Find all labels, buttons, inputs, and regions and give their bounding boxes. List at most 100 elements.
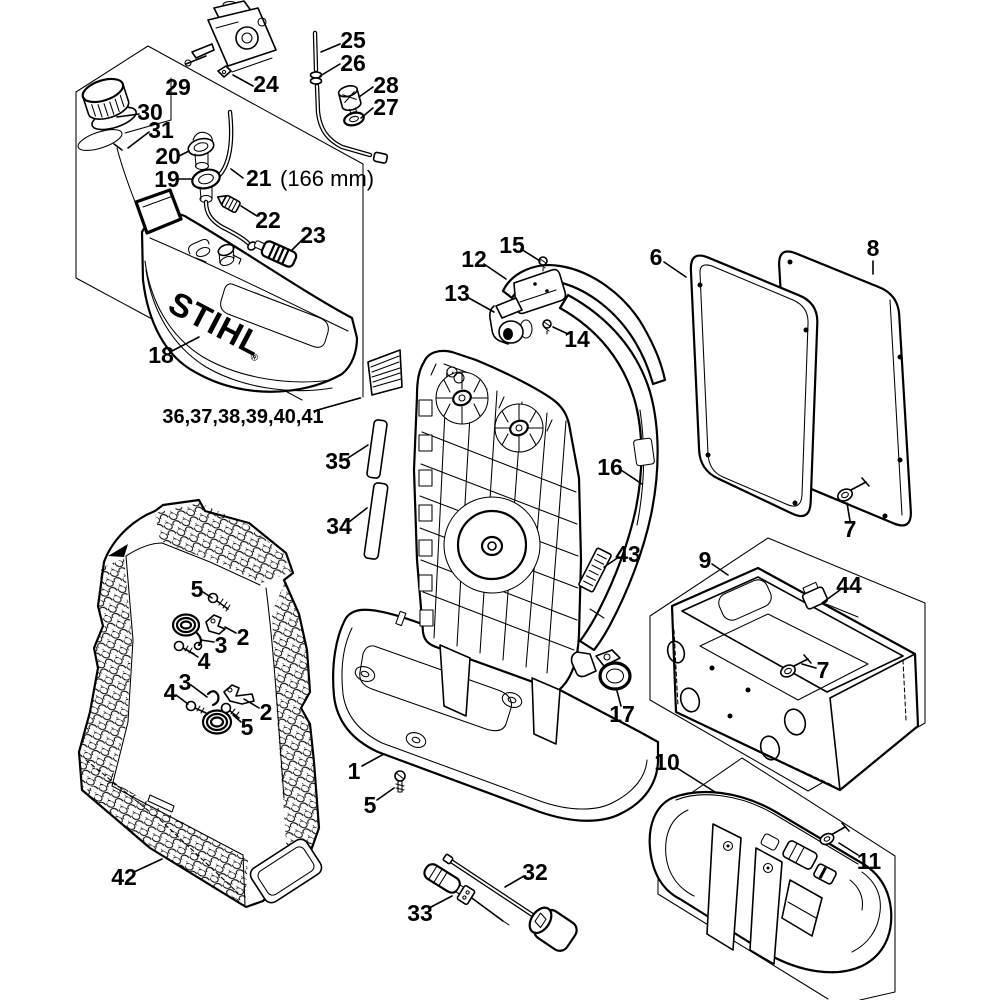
- callout-25: 25: [340, 27, 366, 53]
- grommet-19: [191, 168, 221, 204]
- t-wrench-32: [442, 853, 578, 952]
- pouch-latch: [760, 833, 837, 937]
- pin-11: [819, 822, 850, 846]
- backplate-feet: [439, 644, 561, 745]
- callout-17: 17: [609, 701, 635, 727]
- frame-box-9: [666, 566, 920, 792]
- callout-35: 35: [325, 448, 351, 474]
- callout-43: 43: [615, 541, 641, 567]
- mount-star-right: [494, 403, 544, 453]
- callout-26: 26: [340, 50, 366, 76]
- info-label-36-41: [367, 349, 403, 396]
- callout-15: 15: [499, 232, 525, 258]
- swivel-bracket-13: [489, 297, 533, 345]
- callout-13: 13: [444, 280, 470, 306]
- callout-27: 27: [373, 94, 399, 120]
- fuel-tank: STIHL ®: [134, 188, 359, 393]
- clip-2-upper: [205, 614, 226, 635]
- label-strip-34: [363, 482, 389, 560]
- shoulder-strap-16: [558, 293, 659, 652]
- callout-2b: 2: [260, 699, 273, 725]
- callout-10: 10: [654, 749, 680, 775]
- callout-12: 12: [461, 246, 487, 272]
- tank-top-boss: [217, 243, 242, 266]
- callout-20: 20: [155, 143, 181, 169]
- tank-vent-hose: [203, 199, 257, 251]
- callout-6: 6: [650, 244, 663, 270]
- clip-2-lower: [223, 684, 255, 705]
- latch-44: [801, 581, 859, 618]
- back-pad-6: [689, 254, 819, 518]
- screw-5-upper: [207, 592, 231, 612]
- callout-21: 21: [246, 165, 272, 191]
- backplate: [412, 349, 583, 693]
- fuel-filter-23: [253, 240, 298, 268]
- callout-18: 18: [148, 342, 174, 368]
- tank-top-clip: [188, 238, 211, 263]
- callout-24: 24: [253, 71, 279, 97]
- callout-7b: 7: [817, 657, 830, 683]
- callout-22: 22: [255, 207, 281, 233]
- ring-27: [343, 111, 365, 127]
- tank-group-frame: [75, 45, 364, 412]
- spring-3-lower: [201, 690, 233, 735]
- pin-7-box: [780, 654, 812, 678]
- callout-28: 28: [373, 72, 399, 98]
- fan-recess: [443, 496, 541, 594]
- spring-3-upper: [171, 613, 203, 651]
- callout-33: 33: [407, 900, 433, 926]
- callout-44: 44: [836, 572, 862, 598]
- callout-34: 34: [326, 513, 352, 539]
- callout-2a: 2: [237, 624, 250, 650]
- base-plate-1: [332, 608, 660, 822]
- callout-21-note: (166 mm): [280, 166, 374, 191]
- callout-5b: 5: [241, 714, 254, 740]
- callout-group-36-41: 36,37,38,39,40,41: [162, 406, 323, 428]
- callout-3b: 3: [179, 669, 192, 695]
- callout-labels: 25 26 28 27 24 29 30 31 20 19 21 (166 mm…: [111, 27, 881, 926]
- screwdriver-33: [423, 863, 510, 926]
- callout-8: 8: [867, 235, 880, 261]
- handle-grip-plate: [513, 268, 567, 315]
- strap-hook-17: [570, 649, 632, 691]
- guard-bottom-lip: [249, 838, 323, 904]
- label-strip-35: [366, 419, 388, 479]
- callout-3a: 3: [215, 632, 228, 658]
- screw-5-base: [394, 770, 406, 793]
- callout-5c: 5: [364, 792, 377, 818]
- callout-23: 23: [300, 222, 326, 248]
- carburetor: [184, 0, 277, 73]
- fuel-cap: [77, 77, 137, 151]
- carry-handle-12: [501, 264, 667, 386]
- callout-14: 14: [564, 326, 590, 352]
- label-43: [578, 547, 612, 593]
- callout-7a: 7: [844, 516, 857, 542]
- callout-32: 32: [522, 859, 548, 885]
- pin-7-pads: [837, 477, 870, 502]
- callout-31: 31: [148, 117, 174, 143]
- hip-pouch-10: [648, 790, 893, 974]
- callout-9: 9: [699, 547, 712, 573]
- callout-4a: 4: [198, 648, 211, 674]
- callout-11: 11: [857, 848, 882, 874]
- callout-19: 19: [154, 166, 180, 192]
- callout-29: 29: [165, 74, 191, 100]
- tube-grommet-26: [309, 71, 323, 85]
- tank-spout: [134, 188, 183, 235]
- callout-1: 1: [348, 758, 361, 784]
- callout-16: 16: [597, 454, 623, 480]
- callout-4b: 4: [164, 679, 177, 705]
- strainer-22: [216, 195, 241, 213]
- grommet-20: [187, 131, 215, 171]
- callout-42: 42: [111, 864, 137, 890]
- screw-14: [542, 319, 552, 335]
- screw-5-lower: [220, 702, 240, 719]
- box-group-frame: [649, 537, 926, 792]
- callout-5a: 5: [191, 576, 204, 602]
- clip-24: [217, 65, 232, 78]
- vent-tube-25: [312, 30, 389, 164]
- mount-star-left: [435, 371, 489, 425]
- mesh-guard-42: [77, 498, 323, 909]
- leader-lines: [116, 43, 874, 908]
